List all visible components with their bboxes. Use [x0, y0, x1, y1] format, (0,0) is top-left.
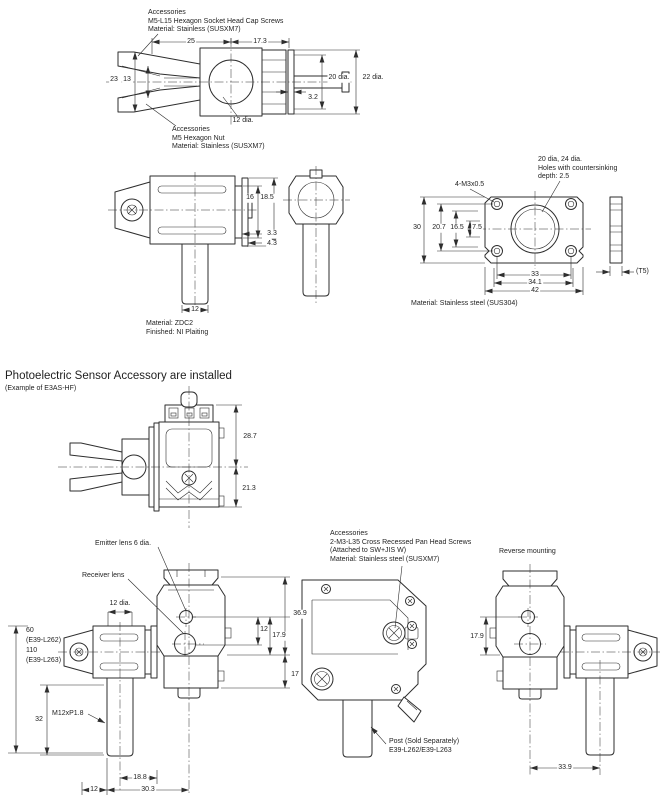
plate-holes-note: 20 dia, 24 dia. Holes with countersinkin… — [538, 156, 617, 182]
note-line: Material: ZDC2 — [146, 320, 194, 327]
note-line: 2-M3-L35 Cross Recessed Pan Head Screws — [330, 538, 472, 546]
dim-42: 42 — [530, 286, 540, 296]
dim-30: 30 — [412, 223, 422, 233]
note-line: Accessories — [148, 9, 186, 16]
note-line: Post (Sold Separately) — [389, 738, 460, 745]
dim-17: 17 — [290, 670, 300, 680]
dim-12-dia: 12 dia. — [231, 116, 255, 126]
dim-7-5: 7.5 — [471, 223, 483, 233]
nut-accessory-note: Accessories M5 Hexagon Nut Material: Sta… — [172, 126, 265, 152]
dim-32: 32 — [34, 715, 44, 725]
dim-16-5: 16.5 — [449, 223, 465, 233]
note-line: Material: Stainless (SUSXM7) — [172, 143, 265, 151]
pan-head-screw-note: Accessories 2-M3-L35 Cross Recessed Pan … — [330, 530, 471, 564]
dim-18-8: 18.8 — [132, 773, 148, 783]
note-line: E39-L262/E39-L263 — [389, 746, 452, 754]
emitter-lens-label: Emitter lens 6 dia. — [95, 540, 152, 547]
thread-label: M12xP1.8 — [52, 710, 84, 717]
note-line: Finished: NI Plaiting — [146, 328, 209, 336]
installed-view-drawing — [58, 386, 248, 528]
clamp-top-view-drawing — [106, 33, 360, 127]
dim-18-5: 18.5 — [259, 193, 275, 203]
note-line: Accessories — [330, 530, 368, 537]
note-line: M5-L15 Hexagon Socket Head Cap Screws — [148, 17, 284, 25]
dim-3-3: 3.3 — [266, 229, 278, 239]
installed-heading: Photoelectric Sensor Accessory are insta… — [5, 370, 232, 382]
dim-17-3: 17.3 — [252, 37, 268, 47]
dim-34-1: 34.1 — [527, 278, 543, 288]
dim-20-dia: 20 dia. — [327, 73, 351, 83]
dim-12-offset: 12 — [89, 785, 99, 795]
dim-33-9: 33.9 — [557, 763, 573, 773]
dim-20-7: 20.7 — [431, 223, 447, 233]
clamp-material-note: Material: ZDC2 Finished: NI Plaiting — [146, 320, 208, 337]
dim-30-3: 30.3 — [140, 785, 156, 795]
upper-drawings-layer — [106, 33, 634, 313]
dim-12: 12 — [190, 305, 200, 315]
dim-4-3: 4.3 — [266, 239, 278, 249]
dim-16: 16 — [245, 193, 255, 203]
note-line: M5 Hexagon Nut — [172, 134, 225, 142]
note-line: 110 — [26, 647, 38, 654]
reverse-mounting-heading: Reverse mounting — [499, 548, 556, 555]
note-line: (E39-L263) — [26, 657, 62, 664]
plate-material-note: Material: Stainless steel (SUS304) — [411, 300, 518, 307]
reverse-mounting-drawing — [480, 564, 660, 775]
plate-screw-label: 4-M3x0.5 — [455, 181, 485, 188]
mounting-plate-drawing — [420, 180, 634, 295]
dim-17-9-reverse: 17.9 — [469, 632, 485, 642]
clamp-side-view-drawing — [108, 166, 350, 313]
screw-accessory-note: Accessories M5-L15 Hexagon Socket Head C… — [148, 9, 283, 35]
dim-12-dia-front: 12 dia. — [108, 599, 132, 609]
dim-21-3: 21.3 — [241, 484, 257, 494]
plate-thickness-label: (T5) — [636, 268, 649, 275]
note-line: depth: 2.5 — [538, 173, 570, 181]
lower-drawings-layer — [8, 546, 660, 795]
dim-23: 23 — [109, 75, 119, 85]
front-view-drawing — [8, 546, 290, 795]
installed-subheading: (Example of E3AS-HF) — [5, 385, 77, 392]
note-line: Material: Stainless steel (SUSXM7) — [330, 555, 440, 563]
note-line: Material: Stainless (SUSXM7) — [148, 26, 241, 34]
dim-28-7: 28.7 — [242, 432, 258, 442]
note-line: 60 — [26, 627, 34, 634]
dim-25: 25 — [186, 37, 196, 47]
installed-view-layer — [58, 386, 248, 528]
mounted-side-view-drawing — [301, 565, 427, 758]
dim-17-9: 17.9 — [271, 631, 287, 641]
post-sold-separately-note: Post (Sold Separately) E39-L262/E39-L263 — [389, 738, 459, 755]
dim-22-dia: 22 dia. — [361, 73, 385, 83]
post-length-note: 60 (E39-L262) 110 (E39-L263) — [26, 626, 61, 666]
dim-36-9: 36.9 — [292, 609, 308, 619]
note-line: 20 dia, 24 dia. — [538, 156, 582, 163]
note-line: (Attached to SW+JIS W) — [330, 547, 407, 555]
note-line: (E39-L262) — [26, 637, 62, 644]
receiver-lens-label: Receiver lens — [82, 572, 125, 579]
dim-12-lens: 12 — [259, 625, 269, 635]
note-line: Holes with countersinking — [538, 164, 618, 172]
dim-13: 13 — [122, 75, 132, 85]
dim-33: 33 — [530, 270, 540, 280]
note-line: Accessories — [172, 126, 210, 133]
dim-3-2: 3.2 — [307, 93, 319, 103]
